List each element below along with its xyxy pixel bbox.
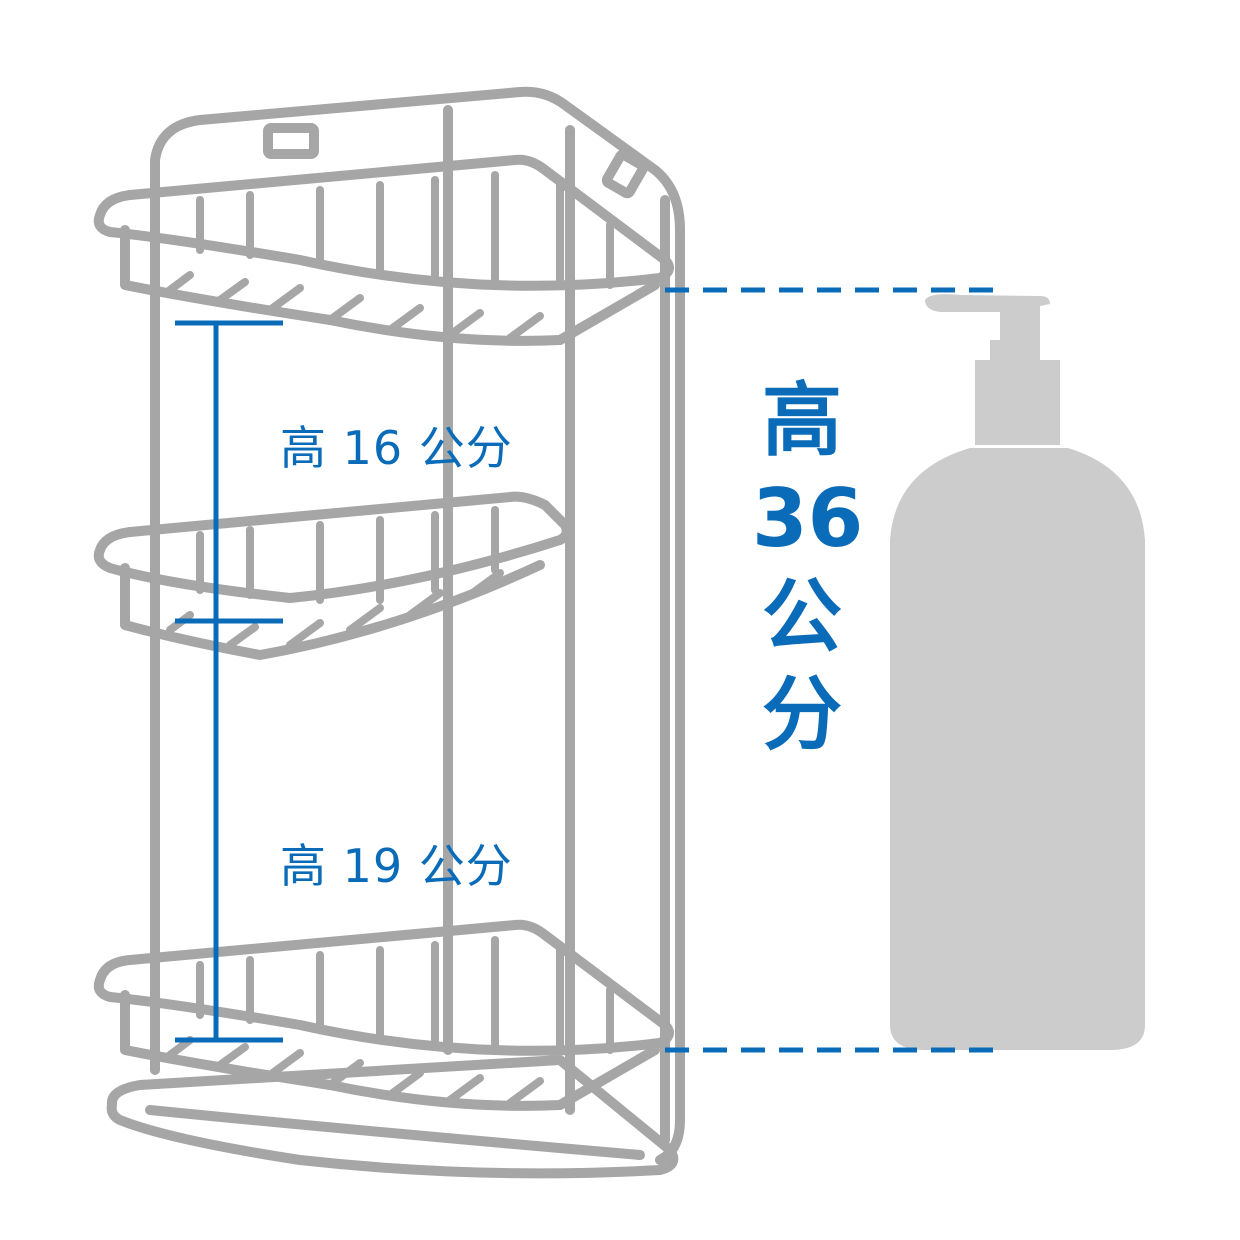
lower-gap-label: 高 19 公分	[280, 839, 513, 893]
total-height-label: 高 36 公 分	[752, 372, 864, 764]
total-height-char: 分	[762, 668, 842, 761]
dimension-lines	[175, 287, 1000, 1053]
shelf-rack-illustration	[93, 86, 685, 1179]
upper-gap-label: 高 16 公分	[280, 421, 513, 475]
pump-bottle-silhouette	[890, 294, 1145, 1050]
total-height-value: 36	[752, 472, 864, 565]
total-height-char: 高	[762, 374, 842, 467]
total-height-char: 公	[762, 570, 842, 663]
